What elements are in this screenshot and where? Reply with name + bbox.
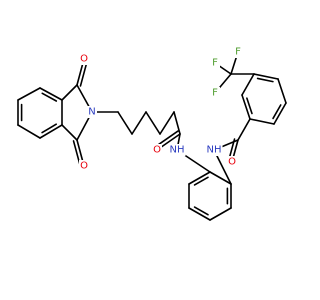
atom-nh2: NH: [207, 145, 222, 156]
atom-n1: N: [88, 107, 95, 118]
bond-u4-u5: [277, 78, 287, 104]
atom-o2: O: [80, 161, 88, 172]
atom-label-background: [79, 160, 89, 172]
bond-u1-u2-inner: [246, 97, 253, 115]
bond-u6-u1: [249, 118, 275, 125]
bond-b3-b4: [188, 207, 211, 221]
bond-u2-u3: [241, 73, 255, 96]
molecule-diagram: O N O O NH NH O F F F: [17, 46, 287, 221]
bond-h3-h4: [145, 111, 161, 135]
bond-b1-b2: [188, 171, 211, 185]
atom-label-background: [227, 156, 237, 168]
atom-f2: F: [212, 88, 218, 99]
bond-h5-h6: [173, 111, 181, 135]
bond-u5-u6: [273, 102, 287, 125]
bond-k1-u1: [237, 118, 251, 141]
bond-a5-c7: [61, 84, 78, 101]
bond-a2-a3: [17, 124, 41, 139]
atom-nh1: NH: [170, 145, 185, 156]
bond-a3-a4-inner: [41, 123, 58, 134]
bond-a6-a1: [17, 87, 41, 101]
atom-label-background: [205, 144, 223, 156]
bond-b4-b5: [209, 207, 232, 221]
atom-label-background: [233, 46, 243, 58]
molecule-structure: O N O O NH NH O F F F: [17, 46, 287, 221]
bond-u3-u4-inner: [256, 77, 274, 83]
bond-a3-a4: [39, 124, 63, 139]
atom-label-background: [87, 106, 97, 118]
bond-b3-b4-inner: [193, 206, 209, 216]
bond-u5-u6-inner: [272, 104, 282, 120]
bond-b6-b1: [209, 171, 232, 185]
bond-h4-h5: [159, 111, 175, 135]
bond-a5-a6: [39, 87, 63, 101]
bond-u1-u2: [241, 94, 251, 120]
atom-o1: O: [80, 54, 88, 65]
atom-label-background: [79, 53, 89, 65]
bond-a5-a6-inner: [41, 92, 58, 102]
atom-label-background: [152, 144, 162, 156]
atom-o3: O: [153, 145, 161, 156]
atom-label-background: [168, 144, 186, 156]
atom-f3: F: [235, 47, 241, 58]
atom-label-background: [210, 57, 220, 69]
bond-h2-h3: [131, 111, 147, 135]
bond-h1-h2: [117, 111, 133, 135]
atom-o4: O: [228, 157, 236, 168]
bond-u3-u4: [253, 73, 279, 80]
bond-b1-b2-inner: [193, 176, 209, 186]
atom-f1: F: [212, 58, 218, 69]
atom-label-background: [210, 87, 220, 99]
bond-a4-c8: [61, 124, 78, 141]
